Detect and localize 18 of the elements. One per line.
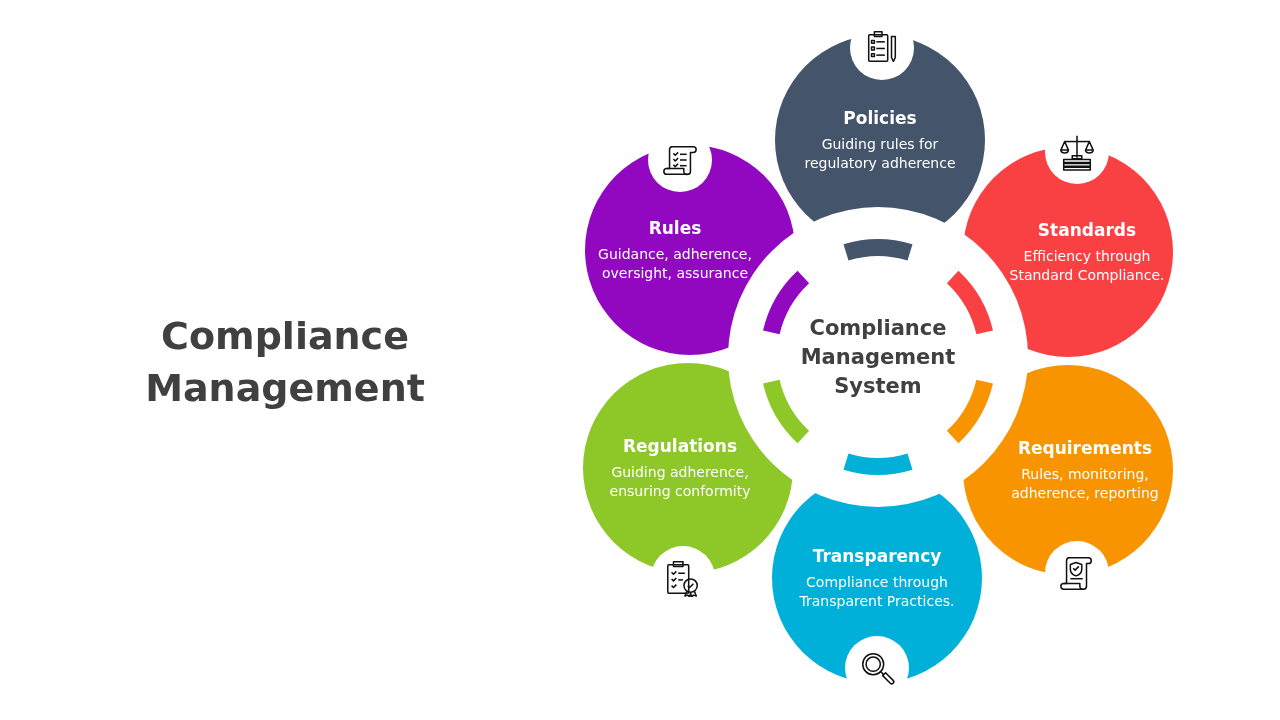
circle-text: Guiding adherence, ensuring conformity [608, 463, 752, 501]
center-title: Compliance Management System [799, 314, 957, 400]
circle-heading: Transparency [812, 545, 942, 567]
circle-heading: Policies [843, 107, 917, 129]
topic-circle [963, 147, 1173, 357]
circle-text: Guiding rules for regulatory adherence [803, 135, 957, 173]
circle-heading: Rules [648, 217, 702, 239]
topic-circle [585, 145, 795, 355]
circle-text: Rules, monitoring, adherence, reporting [1010, 465, 1160, 503]
circle-heading: Regulations [622, 435, 737, 457]
circle-text: Compliance through Transparent Practices. [798, 573, 956, 611]
circle-heading: Requirements [1017, 437, 1153, 459]
circle-text: Efficiency through Standard Compliance. [1008, 247, 1166, 285]
topic-circle [583, 363, 793, 573]
page-title: Compliance Management [144, 313, 426, 412]
circle-text: Guidance, adherence, oversight, assurance [597, 245, 753, 283]
topic-circle [963, 365, 1173, 575]
circle-heading: Standards [1037, 219, 1137, 241]
